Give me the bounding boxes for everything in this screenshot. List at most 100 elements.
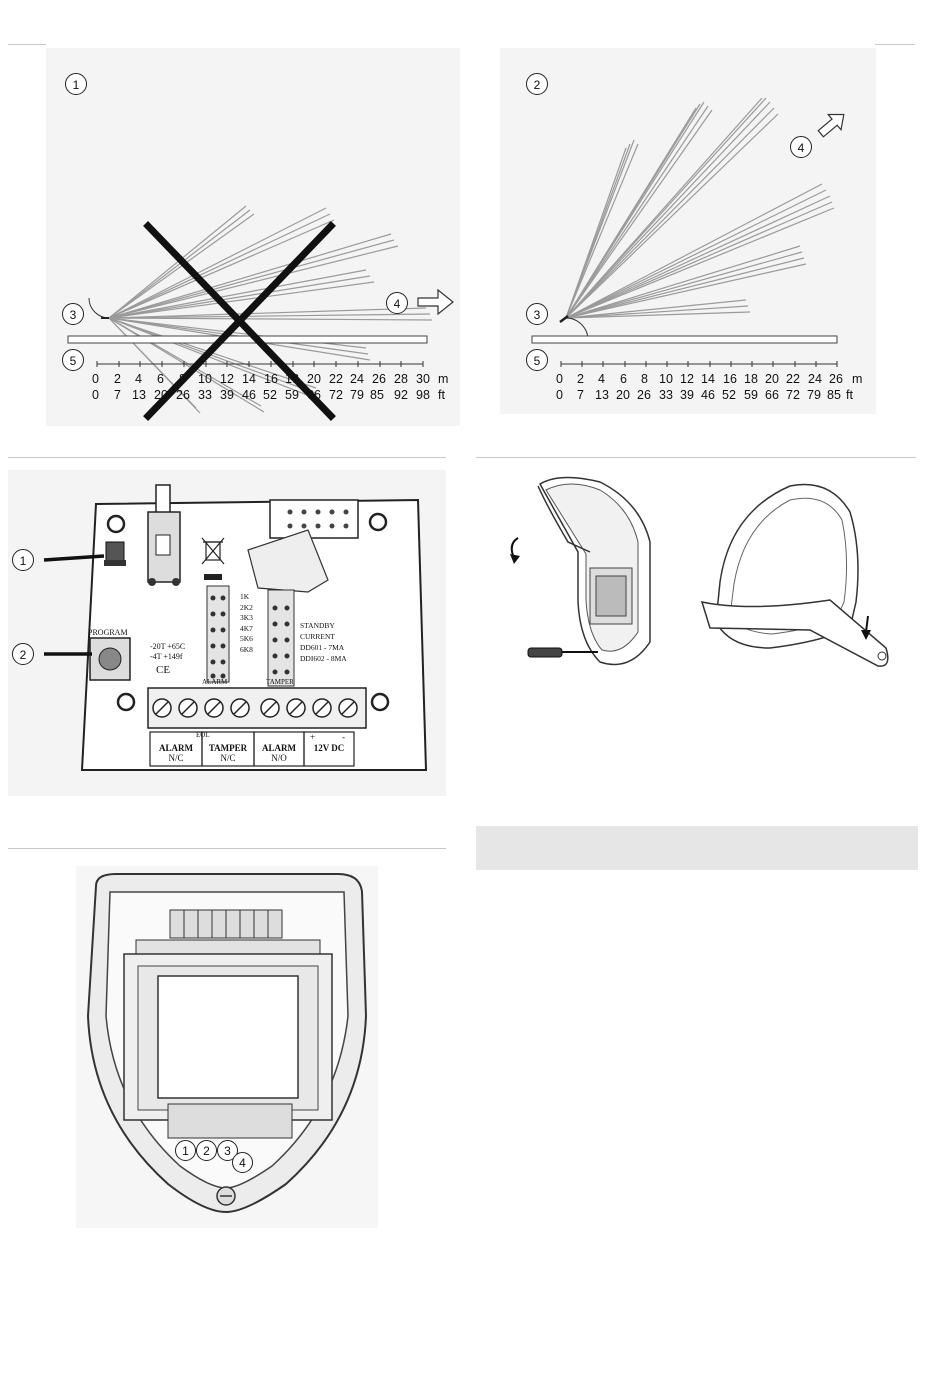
ddi601-current: DD601 - 7MA	[300, 643, 345, 652]
m-tick: 20	[765, 372, 779, 386]
ft-tick: 13	[132, 388, 146, 402]
eol-value: 4K7	[240, 623, 253, 633]
ft-tick: 20	[154, 388, 168, 402]
ft-tick: 33	[659, 388, 673, 402]
ft-tick: 79	[350, 388, 364, 402]
m-tick: 26	[829, 372, 843, 386]
callout-5: 5	[62, 349, 84, 371]
temp-fahrenheit: -4T +149f	[150, 652, 183, 661]
m-tick: 4	[135, 372, 142, 386]
m-unit: m	[852, 372, 863, 386]
callout-2: 2	[12, 643, 34, 665]
figure-range-right: 2 3 4 5 0 2 4 6 8 10 12 14 16 18 20 22 2…	[500, 48, 876, 414]
standby-line-1: STANDBY	[300, 621, 335, 630]
m-tick: 24	[350, 372, 364, 386]
figure-detector-interior: 1 2 3 4	[76, 866, 378, 1228]
eol-value-list: 1K 2K2 3K3 4K7 5K6 6K8	[240, 592, 253, 655]
ft-tick: 39	[220, 388, 234, 402]
m-tick: 10	[659, 372, 673, 386]
ft-tick: 7	[114, 388, 121, 402]
m-tick: 2	[577, 372, 584, 386]
m-tick: 16	[264, 372, 278, 386]
pcb-drawing	[43, 484, 428, 771]
m-tick: 0	[556, 372, 563, 386]
m-tick: 24	[808, 372, 822, 386]
eol-value: 1K	[240, 592, 250, 601]
callout-1: 1	[65, 73, 87, 95]
section-rule-bottom	[8, 848, 446, 849]
m-tick: 8	[179, 372, 186, 386]
ft-tick: 13	[595, 388, 609, 402]
detection-fan-right	[531, 97, 845, 367]
figure-open-housing	[490, 472, 900, 686]
minus-sign: -	[342, 732, 345, 742]
m-tick: 12	[220, 372, 234, 386]
m-tick: 20	[307, 372, 321, 386]
callout-3: 3	[526, 303, 548, 325]
eol-label: EOL	[196, 731, 210, 739]
m-tick: 0	[92, 372, 99, 386]
detection-fan-wrong	[67, 205, 454, 421]
ft-tick: 98	[416, 388, 430, 402]
figure-circuit-board: 1 2 PROGRAM -20T +65C -4T +149f CE 1K 2K…	[8, 470, 446, 796]
m-tick: 18	[744, 372, 758, 386]
m-tick: 10	[198, 372, 212, 386]
terminal-label: 12V DC	[313, 743, 345, 753]
ft-unit: ft	[846, 388, 853, 402]
m-tick: 22	[786, 372, 800, 386]
callout-4: 4	[386, 292, 408, 314]
m-tick: 28	[394, 372, 408, 386]
ft-tick: 46	[701, 388, 715, 402]
ft-tick: 26	[637, 388, 651, 402]
standby-current-block: STANDBY CURRENT DD601 - 7MA DDI602 - 8MA	[300, 620, 347, 664]
tamper-jumper-label: TAMPER	[266, 678, 294, 686]
ft-tick: 33	[198, 388, 212, 402]
detector-interior-drawing	[86, 873, 368, 1214]
temp-celsius: -20T +65C	[150, 642, 186, 651]
ft-tick: 39	[680, 388, 694, 402]
m-tick: 26	[372, 372, 386, 386]
alarm-jumper-label: ALARM	[202, 678, 228, 686]
figure-range-wrong: 1 3 4 5 0 2 4 6 8 10 12 14 16 18 20 22 2…	[46, 48, 460, 426]
standby-line-2: CURRENT	[300, 632, 336, 641]
m-tick: 2	[114, 372, 121, 386]
section-rule-right	[476, 457, 916, 458]
ft-tick: 52	[722, 388, 736, 402]
m-tick: 14	[242, 372, 256, 386]
callout-4: 4	[790, 136, 812, 158]
heading-bar	[476, 826, 918, 870]
ft-tick: 85	[827, 388, 841, 402]
ft-unit: ft	[438, 388, 445, 402]
eol-value: 5K6	[240, 634, 253, 643]
m-tick: 14	[701, 372, 715, 386]
eol-value: 2K2	[240, 602, 253, 612]
callout-1: 1	[12, 549, 34, 571]
ft-tick: 59	[744, 388, 758, 402]
housing-open-drawing	[510, 476, 889, 667]
m-tick: 12	[680, 372, 694, 386]
ft-tick: 66	[307, 388, 321, 402]
ft-tick: 7	[577, 388, 584, 402]
weee-bin-icon	[201, 537, 225, 565]
m-tick: 16	[723, 372, 737, 386]
ft-tick: 92	[394, 388, 408, 402]
ft-tick: 59	[285, 388, 299, 402]
callout-2: 2	[526, 73, 548, 95]
ft-tick: 66	[765, 388, 779, 402]
ft-tick: 52	[263, 388, 277, 402]
m-tick: 6	[620, 372, 627, 386]
callout-1: 1	[175, 1140, 196, 1161]
callout-5: 5	[526, 349, 548, 371]
ft-tick: 72	[329, 388, 343, 402]
callout-4: 4	[232, 1152, 253, 1173]
plus-sign: +	[310, 732, 316, 742]
ft-tick: 26	[176, 388, 190, 402]
eol-value: 3K3	[240, 613, 253, 622]
m-tick: 8	[641, 372, 648, 386]
ft-tick: 85	[370, 388, 384, 402]
ft-tick: 0	[92, 388, 99, 402]
cross-out-mark	[143, 221, 336, 421]
